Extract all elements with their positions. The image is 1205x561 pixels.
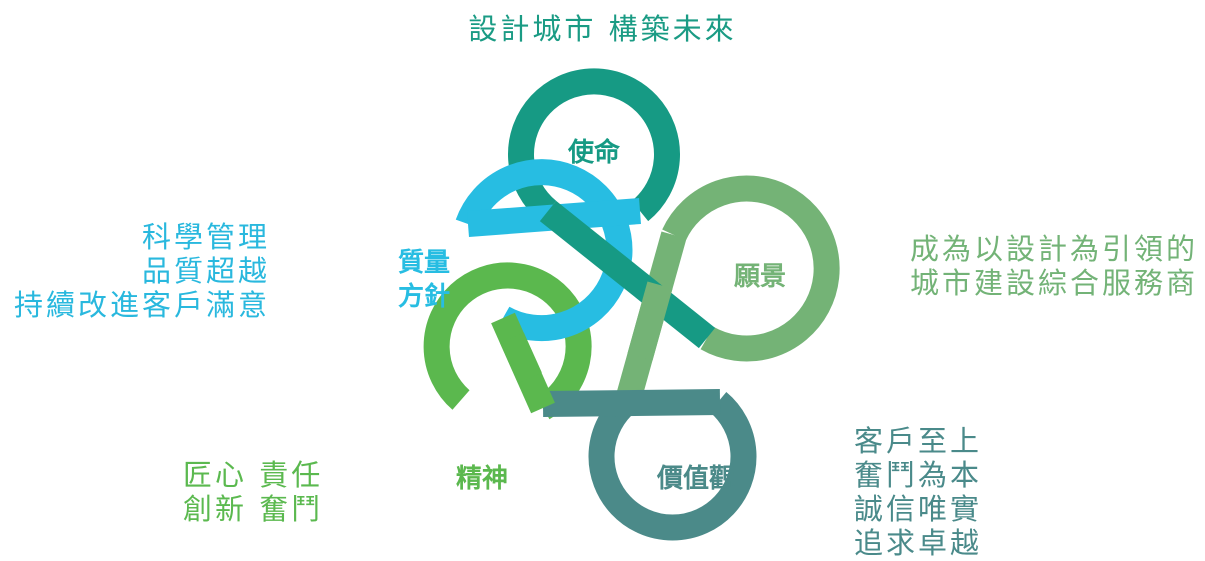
quality-petal-label: 質量 方針 xyxy=(397,248,450,312)
spirit-petal-loop xyxy=(423,262,592,420)
spirit-arm-over xyxy=(500,332,542,384)
mission-caption: 設計城市 構築未來 xyxy=(468,12,737,46)
values-petal-loop xyxy=(588,392,757,541)
values-arm xyxy=(542,389,721,417)
mission-arm xyxy=(539,200,716,349)
values-petal-label: 價值觀 xyxy=(656,464,735,494)
values-caption: 客戶至上 奮鬥為本 誠信唯實 追求卓越 xyxy=(854,424,983,560)
vision-petal-label: 願景 xyxy=(733,262,786,292)
spirit-petal-label: 精神 xyxy=(455,464,508,494)
spirit-caption: 匠心 責任 創新 奮鬥 xyxy=(183,458,324,526)
vision-caption: 成為以設計為引領的 城市建設綜合服務商 xyxy=(910,232,1199,300)
vision-arm-over xyxy=(627,281,673,361)
quality-caption: 科學管理 品質超越 持續改進客戶滿意 xyxy=(13,220,270,322)
mission-petal-label: 使命 xyxy=(567,138,620,168)
vision-petal-loop xyxy=(662,175,840,362)
